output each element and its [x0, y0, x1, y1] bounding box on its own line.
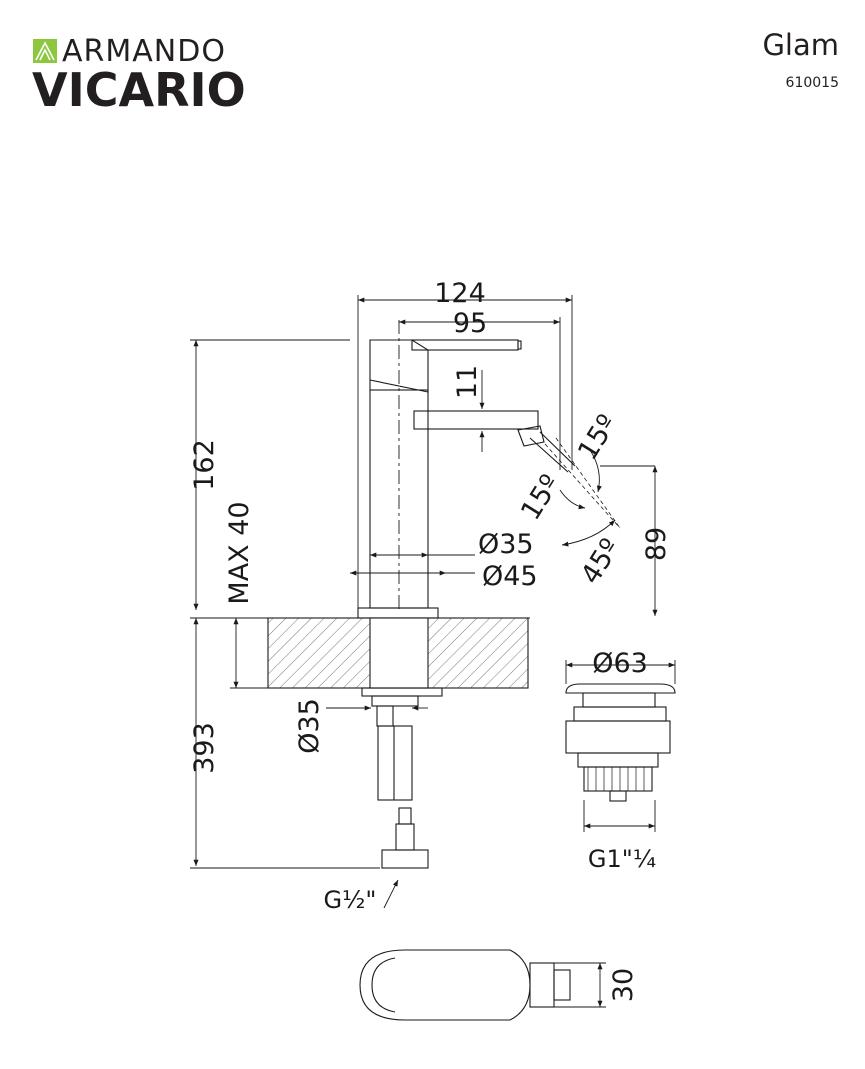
dim-spray-angle: 45º [575, 533, 626, 589]
top-view [359, 949, 571, 1021]
dim-waste-thread: G1"¼ [588, 845, 656, 873]
dim-body-diameter: Ø35 [478, 529, 534, 560]
spout [413, 410, 621, 529]
lever-handle [411, 339, 522, 351]
dim-spout-reach: 95 [453, 308, 487, 339]
faucet-body [357, 320, 439, 619]
dim-base-diameter: Ø45 [482, 561, 538, 592]
product-name: Glam [762, 28, 839, 62]
dim-deck-max: MAX 40 [224, 501, 255, 604]
dim-inlet-thread: G½" [324, 886, 377, 914]
pop-up-waste [565, 683, 676, 802]
dim-waste-diameter: Ø63 [592, 648, 648, 679]
dim-handle-gap: 11 [452, 365, 483, 399]
brand-logo-icon [33, 39, 57, 63]
product-code: 610015 [785, 75, 839, 91]
dim-tilt-upper: 15º [572, 409, 623, 465]
dim-handle-depth: 30 [608, 968, 639, 1002]
brand-name-top: ARMANDO [62, 34, 226, 69]
dim-tilt-lower: 15º [515, 469, 566, 525]
dim-shank-diameter: Ø35 [294, 698, 325, 754]
shank-assembly [361, 687, 443, 869]
dim-total-height: 162 [189, 439, 220, 491]
dim-hose-length: 393 [189, 722, 220, 774]
brand-name-bottom: VICARIO [32, 63, 246, 117]
dim-aerator-height: 89 [641, 527, 672, 561]
dim-overall-width: 124 [434, 278, 486, 309]
